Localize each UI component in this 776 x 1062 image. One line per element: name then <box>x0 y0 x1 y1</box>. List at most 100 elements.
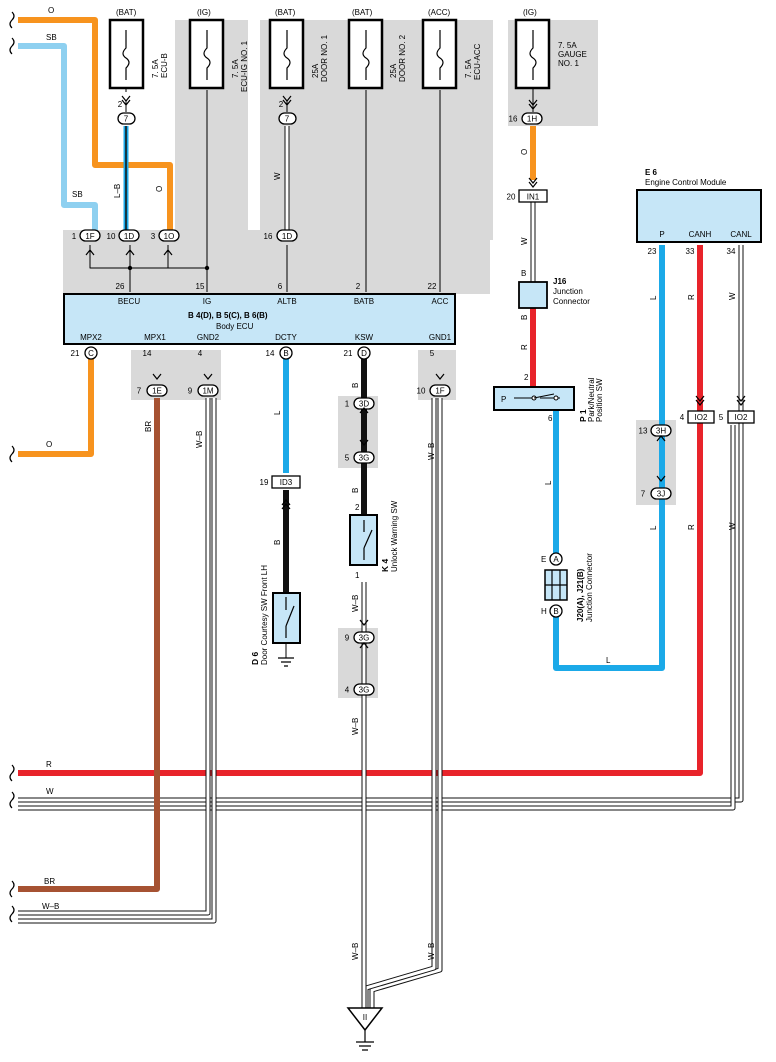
svg-text:W: W <box>520 237 529 245</box>
svg-text:W–B: W–B <box>427 443 436 460</box>
fuse-ecu-b: (BAT) 7. 5A ECU-B <box>108 8 169 90</box>
svg-text:L: L <box>273 410 282 415</box>
svg-text:7. 5A: 7. 5A <box>231 59 240 78</box>
svg-text:14: 14 <box>143 349 152 358</box>
svg-text:34: 34 <box>727 247 736 256</box>
wire-breaks <box>9 11 15 923</box>
svg-text:10: 10 <box>107 232 116 241</box>
svg-text:W: W <box>46 787 54 796</box>
svg-text:R: R <box>687 294 696 300</box>
svg-text:3G: 3G <box>359 634 370 643</box>
svg-text:O: O <box>155 186 164 192</box>
svg-text:3J: 3J <box>657 490 665 499</box>
svg-text:Unlock Warning SW: Unlock Warning SW <box>390 500 399 572</box>
svg-text:O: O <box>46 440 52 449</box>
svg-text:SB: SB <box>72 190 83 199</box>
svg-text:W: W <box>728 522 737 530</box>
svg-text:1M: 1M <box>202 387 213 396</box>
fuse-icon <box>122 30 130 80</box>
wire-l-ecm <box>553 245 665 671</box>
svg-text:1E: 1E <box>152 387 162 396</box>
svg-text:B: B <box>283 349 288 358</box>
body-ecu-title: B 4(D), B 5(C), B 6(B) <box>188 311 268 320</box>
fuse-icon <box>529 30 537 80</box>
fuse-door-no2: (BAT) 25A DOOR NO. 2 <box>347 8 407 90</box>
svg-text:10: 10 <box>417 387 426 396</box>
ground-icon <box>278 657 294 667</box>
svg-text:1: 1 <box>345 400 350 409</box>
wire-sb <box>18 43 98 233</box>
svg-text:23: 23 <box>648 247 657 256</box>
d6-door-courtesy-switch: D 6 Door Courtesy SW Front LH <box>250 565 301 667</box>
e6-engine-control-module: E 6 Engine Control Module P CANH CANL 23… <box>636 168 762 256</box>
svg-text:(IG): (IG) <box>523 8 537 17</box>
svg-text:Connector: Connector <box>553 297 590 306</box>
svg-text:9: 9 <box>345 634 350 643</box>
svg-text:L–B: L–B <box>113 184 122 198</box>
svg-text:J16: J16 <box>553 277 567 286</box>
body-ecu: BECU IG ALTB BATB ACC 26 15 6 2 22 MPX2 … <box>63 282 456 358</box>
svg-text:3H: 3H <box>656 427 666 436</box>
gauge-name: GAUGE <box>558 50 587 59</box>
svg-text:B: B <box>553 607 558 616</box>
svg-text:J20(A), J21(B): J20(A), J21(B) <box>576 568 585 622</box>
svg-text:BR: BR <box>144 421 153 432</box>
svg-text:Park/Neutral: Park/Neutral <box>587 377 596 422</box>
svg-text:1: 1 <box>355 571 360 580</box>
svg-text:B: B <box>351 383 360 388</box>
fuse-source: (BAT) <box>116 8 137 17</box>
wire-o-top <box>18 17 173 233</box>
svg-text:MPX2: MPX2 <box>80 333 102 342</box>
fuse-icon <box>283 30 291 80</box>
svg-text:19: 19 <box>260 478 269 487</box>
svg-text:7. 5A: 7. 5A <box>558 41 577 50</box>
svg-text:B: B <box>273 540 282 545</box>
svg-text:B: B <box>521 269 526 278</box>
svg-text:R: R <box>46 760 52 769</box>
svg-text:3G: 3G <box>359 454 370 463</box>
svg-text:P: P <box>659 230 664 239</box>
svg-text:1F: 1F <box>435 387 444 396</box>
fuse-icon <box>436 30 444 80</box>
svg-text:7. 5A: 7. 5A <box>464 59 473 78</box>
svg-text:Door Courtesy SW Front LH: Door Courtesy SW Front LH <box>260 565 269 665</box>
svg-text:W–B: W–B <box>42 902 59 911</box>
svg-text:W–B: W–B <box>195 431 204 448</box>
svg-text:3: 3 <box>151 232 156 241</box>
svg-text:CANL: CANL <box>730 230 752 239</box>
svg-text:7: 7 <box>137 387 142 396</box>
svg-text:W–B: W–B <box>427 943 436 960</box>
fuse-icon <box>203 30 211 80</box>
svg-text:L: L <box>649 525 658 530</box>
switch-icon <box>285 605 295 627</box>
svg-text:DOOR NO. 1: DOOR NO. 1 <box>320 34 329 82</box>
svg-text:25A: 25A <box>389 63 398 78</box>
svg-text:22: 22 <box>428 282 437 291</box>
svg-text:1F: 1F <box>85 232 94 241</box>
svg-text:GND1: GND1 <box>429 333 452 342</box>
svg-text:MPX1: MPX1 <box>144 333 166 342</box>
j20-junction-connector: A E B H J20(A), J21(B) Junction Connecto… <box>541 553 594 622</box>
fuses: (BAT) 7. 5A ECU-B (IG) 7. 5A ECU-IG NO. … <box>108 8 587 92</box>
svg-text:B: B <box>520 315 529 320</box>
svg-text:DOOR NO. 2: DOOR NO. 2 <box>398 34 407 82</box>
svg-text:6: 6 <box>278 282 283 291</box>
svg-text:R: R <box>520 344 529 350</box>
svg-text:ALTB: ALTB <box>277 297 296 306</box>
svg-text:16: 16 <box>264 232 273 241</box>
svg-text:4: 4 <box>345 686 350 695</box>
svg-text:O: O <box>520 149 529 155</box>
p1-park-neutral-switch: P 2 6 P 1 Park/Neutral Position SW <box>493 373 604 423</box>
svg-text:1D: 1D <box>124 232 134 241</box>
svg-text:E 6: E 6 <box>645 168 658 177</box>
svg-text:(BAT): (BAT) <box>352 8 373 17</box>
svg-text:4: 4 <box>680 413 685 422</box>
svg-text:3D: 3D <box>359 400 369 409</box>
svg-text:(IG): (IG) <box>197 8 211 17</box>
svg-text:Junction Connector: Junction Connector <box>585 553 594 622</box>
svg-text:6: 6 <box>548 414 553 423</box>
svg-text:IO2: IO2 <box>735 413 748 422</box>
svg-text:7: 7 <box>641 490 646 499</box>
switch-icon <box>363 529 373 549</box>
